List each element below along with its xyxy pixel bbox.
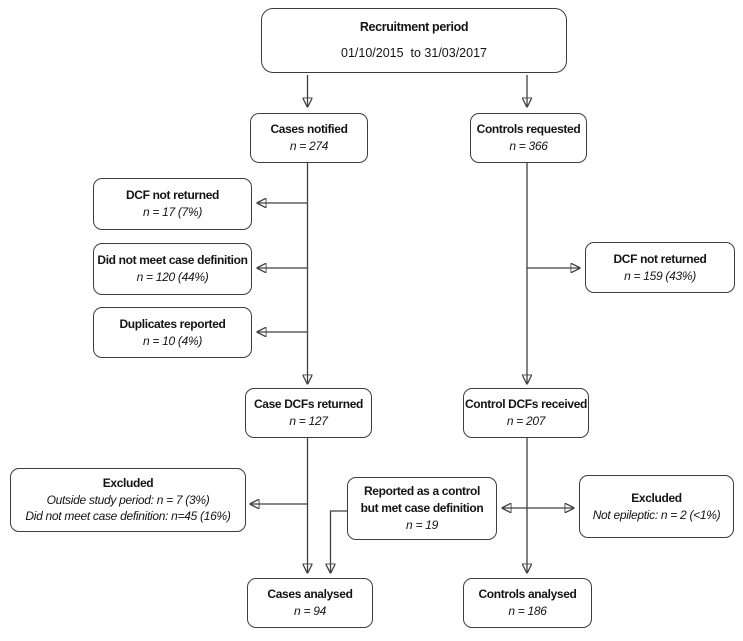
node-title: Control DCFs received <box>464 397 587 412</box>
node-title: DCF not returned <box>125 188 220 203</box>
exclusion-reason: Not epileptic: n = 2 (<1%) <box>592 507 721 522</box>
recruitment-dates: 01/10/2015 to 31/03/2017 <box>341 45 487 60</box>
node-count: n = 274 <box>289 139 329 153</box>
node-title: Did not meet case definition <box>97 253 248 268</box>
node-count: n = 186 <box>508 604 547 618</box>
node-title: Case DCFs returned <box>253 397 364 412</box>
node-excluded-cases: Excluded Outside study period: n = 7 (3%… <box>10 468 246 532</box>
node-title: Excluded <box>631 490 682 505</box>
node-case-dcfs-returned: Case DCFs returned n = 127 <box>245 388 372 438</box>
node-recruitment-period: Recruitment period 01/10/2015 to 31/03/2… <box>261 8 567 73</box>
node-title: Controls requested <box>476 122 581 137</box>
node-did-not-meet-case-definition: Did not meet case definition n = 120 (44… <box>93 243 252 295</box>
arrow-reported-as-control-to-cases-analysed <box>331 510 347 572</box>
node-count: n = 207 <box>506 414 546 428</box>
node-controls-analysed: Controls analysed n = 186 <box>463 578 592 628</box>
node-count: n = 366 <box>509 139 548 153</box>
node-count: n = 10 (4%) <box>142 333 203 348</box>
node-title: Cases analysed <box>267 587 353 602</box>
node-title: Recruitment period <box>359 20 469 34</box>
node-count: n = 120 (44%) <box>136 270 209 284</box>
node-title: DCF not returned <box>613 251 707 266</box>
node-count: n = 19 <box>406 517 438 532</box>
node-dcf-not-returned-cases: DCF not returned n = 17 (7%) <box>93 178 252 230</box>
node-cases-analysed: Cases analysed n = 94 <box>247 578 373 628</box>
exclusion-reason: Outside study period: n = 7 (3%) <box>46 492 210 507</box>
node-title: Duplicates reported <box>119 316 226 331</box>
exclusion-reason: Did not meet case definition: n=45 (16%) <box>25 509 231 524</box>
node-control-dcfs-received: Control DCFs received n = 207 <box>463 388 589 438</box>
node-count: n = 17 (7%) <box>142 205 203 219</box>
node-title: but met case definition <box>360 501 484 516</box>
node-cases-notified: Cases notified n = 274 <box>250 113 368 163</box>
node-duplicates-reported: Duplicates reported n = 10 (4%) <box>93 307 252 358</box>
node-controls-requested: Controls requested n = 366 <box>470 113 587 163</box>
node-dcf-not-returned-controls: DCF not returned n = 159 (43%) <box>585 242 735 293</box>
node-count: n = 159 (43%) <box>624 268 696 283</box>
node-title: Excluded <box>102 475 154 490</box>
node-excluded-controls: Excluded Not epileptic: n = 2 (<1%) <box>579 475 734 538</box>
node-reported-as-control: Reported as a control but met case defin… <box>347 477 497 540</box>
node-title: Reported as a control <box>363 484 480 499</box>
node-count: n = 127 <box>289 414 328 428</box>
node-title: Cases notified <box>270 122 348 137</box>
node-title: Controls analysed <box>478 587 577 602</box>
node-count: n = 94 <box>294 604 326 618</box>
